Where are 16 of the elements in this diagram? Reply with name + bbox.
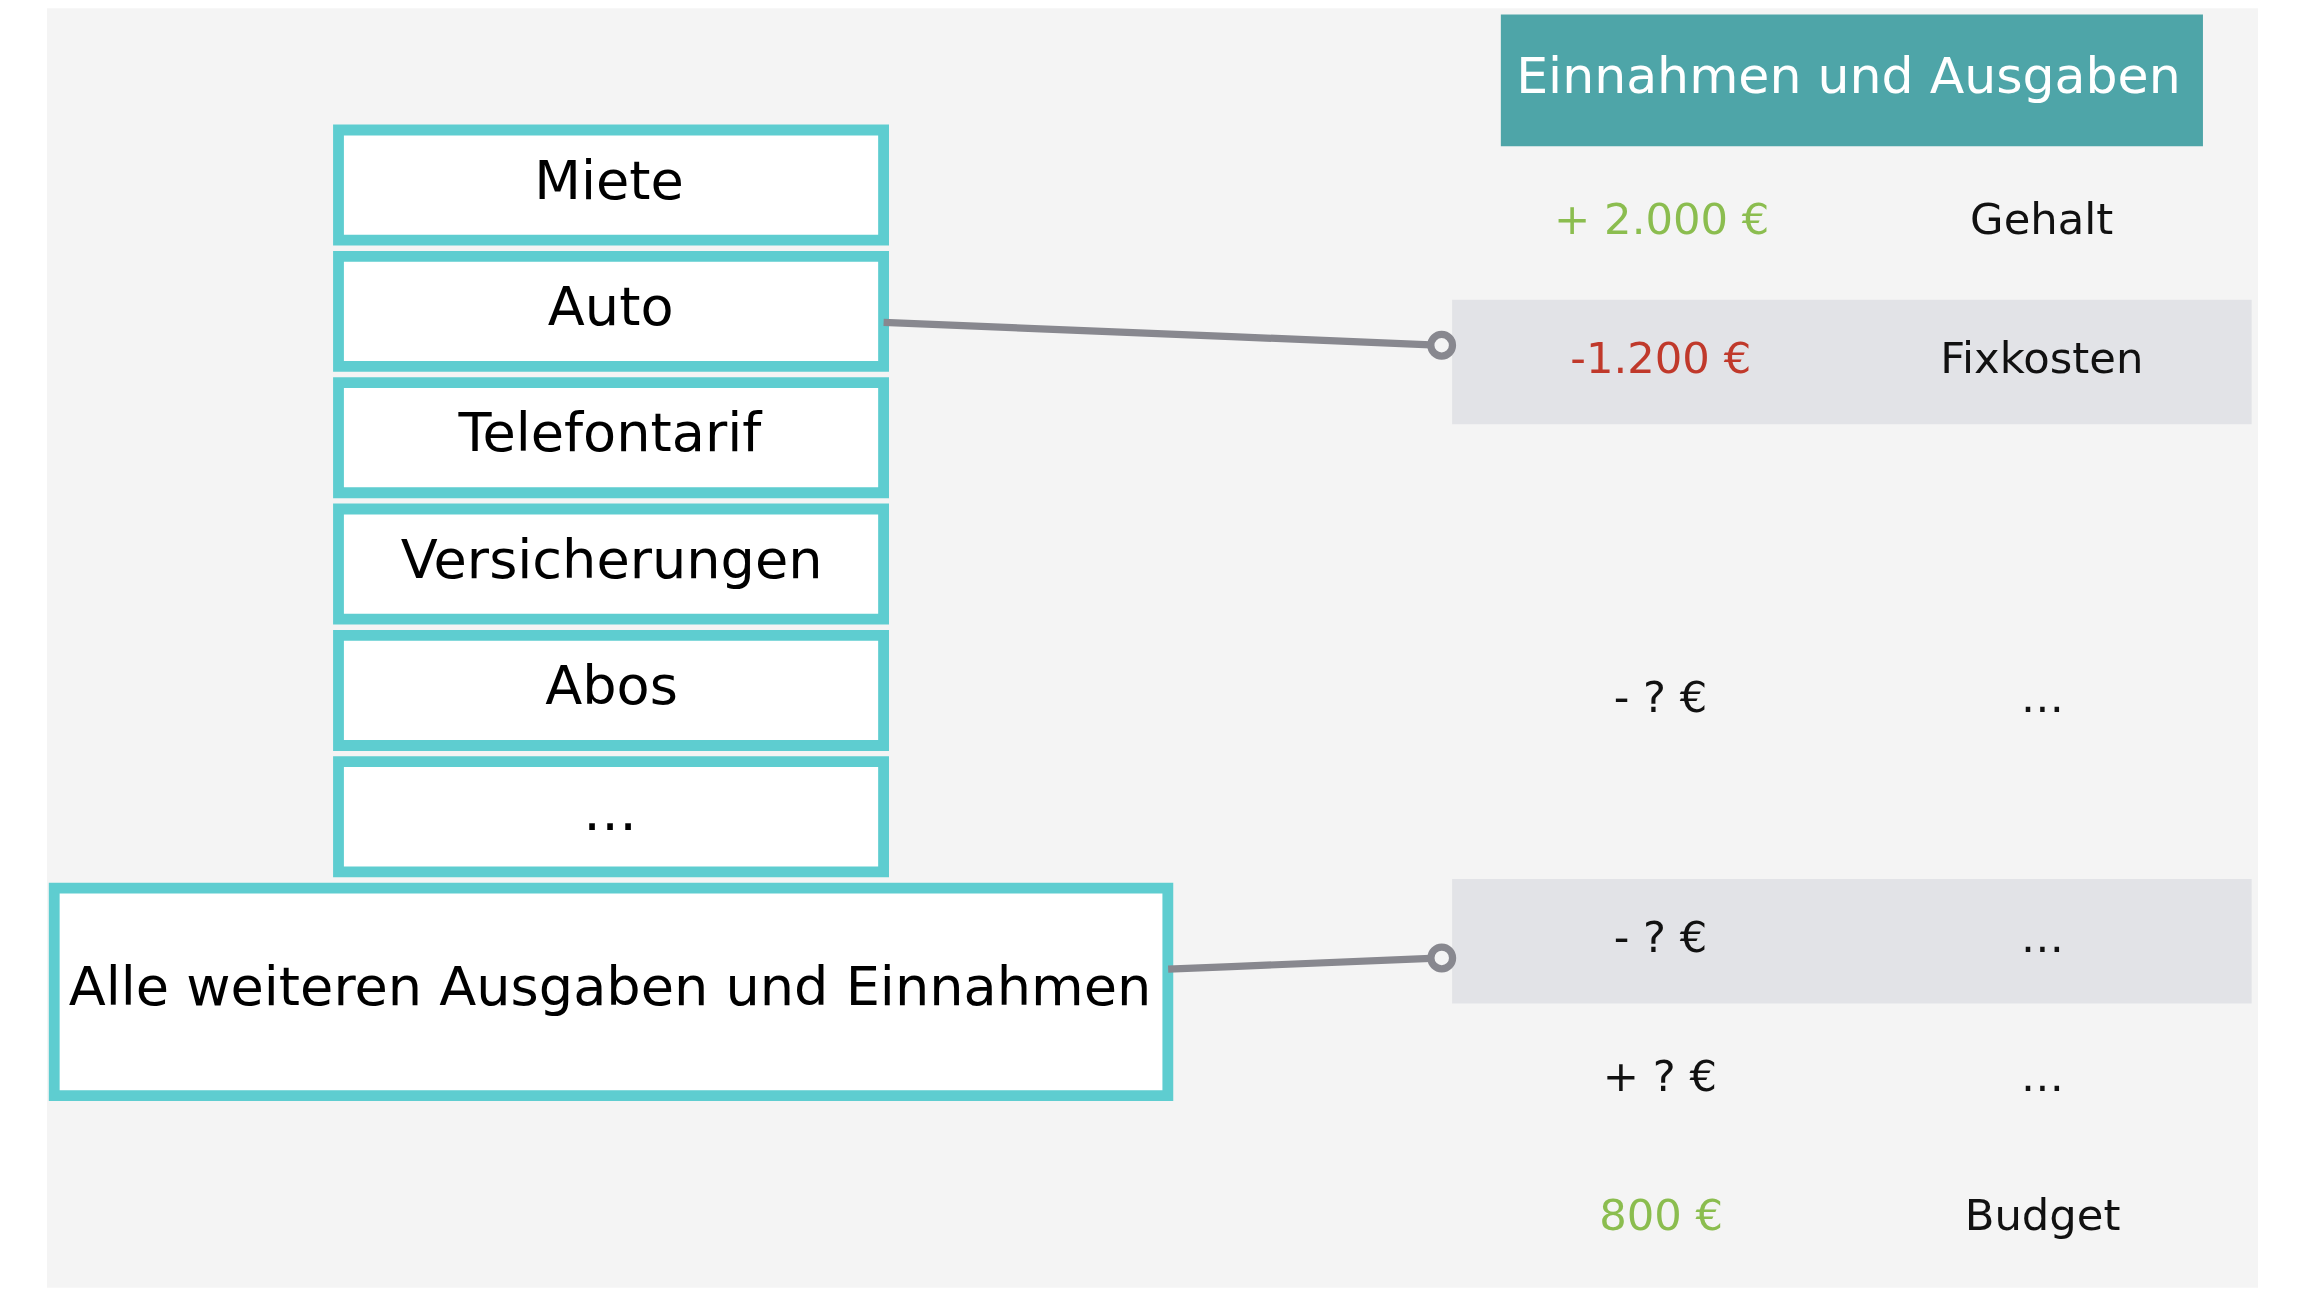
- node-box: Miete: [332, 124, 889, 246]
- connector: [1167, 943, 1456, 973]
- node-box: …: [332, 756, 889, 878]
- node-box: -1.200 € Fixkosten: [1451, 299, 2252, 425]
- node-box: - ? € …: [1451, 879, 2252, 1004]
- connector: [882, 318, 1456, 360]
- node-box: Auto: [332, 250, 889, 372]
- node-text: 800 € Budget: [1598, 1190, 2120, 1241]
- node-box: Alle weiteren Ausgaben und Einnahmen: [48, 882, 1173, 1102]
- node-box: Abos: [332, 629, 889, 751]
- node-text: + ? € …: [1602, 1051, 2064, 1102]
- node-text: - ? € …: [1613, 672, 2064, 723]
- node-box: Telefontarif: [332, 377, 889, 499]
- node-box: Versicherungen: [332, 503, 889, 625]
- node-box: Einnahmen und Ausgaben: [1500, 14, 2203, 147]
- node-text: + 2.000 € Gehalt: [1553, 194, 2113, 245]
